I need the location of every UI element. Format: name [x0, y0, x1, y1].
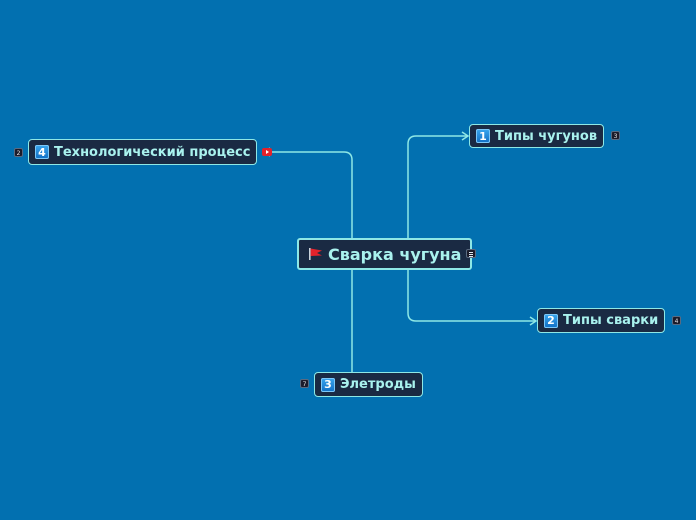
- arrow-topic-2: [529, 316, 538, 326]
- topic-4[interactable]: 4 Технологический процесс: [28, 139, 258, 165]
- topic-2[interactable]: 2 Типы сварки: [537, 308, 666, 333]
- youtube-icon[interactable]: [262, 148, 272, 156]
- notes-icon[interactable]: [466, 249, 476, 258]
- priority-4-icon: 4: [35, 145, 49, 159]
- connector-topic-1: [407, 135, 468, 239]
- topic-4-count-badge[interactable]: 2: [14, 148, 23, 157]
- central-topic[interactable]: Сварка чугуна: [297, 238, 473, 270]
- priority-2-icon: 2: [544, 313, 558, 328]
- topic-1-label: Типы чугунов: [495, 128, 598, 144]
- priority-3-icon: 3: [321, 377, 335, 392]
- topic-3-label: Элетроды: [340, 377, 416, 392]
- topic-3-count-badge[interactable]: 7: [300, 379, 309, 388]
- topic-2-count-badge[interactable]: 4: [672, 316, 681, 325]
- priority-1-icon: 1: [476, 129, 490, 143]
- arrow-topic-1: [461, 131, 470, 141]
- topic-1-count-badge[interactable]: 3: [611, 131, 620, 140]
- topic-3[interactable]: 3 Элетроды: [314, 372, 423, 397]
- connector-topic-4: [264, 151, 353, 239]
- topic-2-label: Типы сварки: [563, 313, 659, 328]
- central-topic-label: Сварка чугуна: [328, 244, 462, 264]
- topic-1[interactable]: 1 Типы чугунов: [469, 124, 605, 148]
- connector-topic-2: [407, 269, 536, 322]
- red-flag-icon: [309, 248, 322, 260]
- topic-4-label: Технологический процесс: [54, 144, 251, 160]
